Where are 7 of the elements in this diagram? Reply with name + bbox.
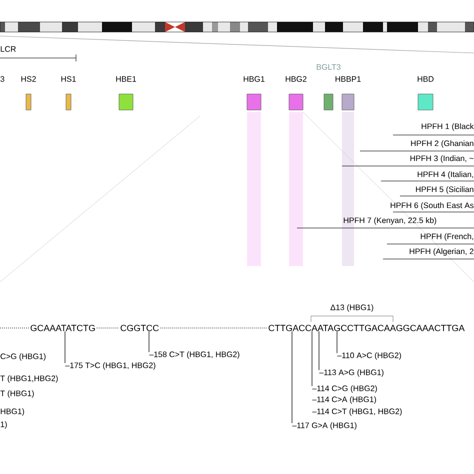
sequence-text: CTTGACCAATAGCCTTGACAAGGCAAACTTGA (268, 324, 465, 332)
leader-line (336, 331, 338, 354)
leader-line (64, 331, 66, 364)
leader-line (148, 331, 150, 352)
sequence-text: CGGTCC (120, 324, 159, 332)
leader-line (318, 331, 320, 370)
sequence-text: GCAAATATCTG (30, 324, 95, 332)
